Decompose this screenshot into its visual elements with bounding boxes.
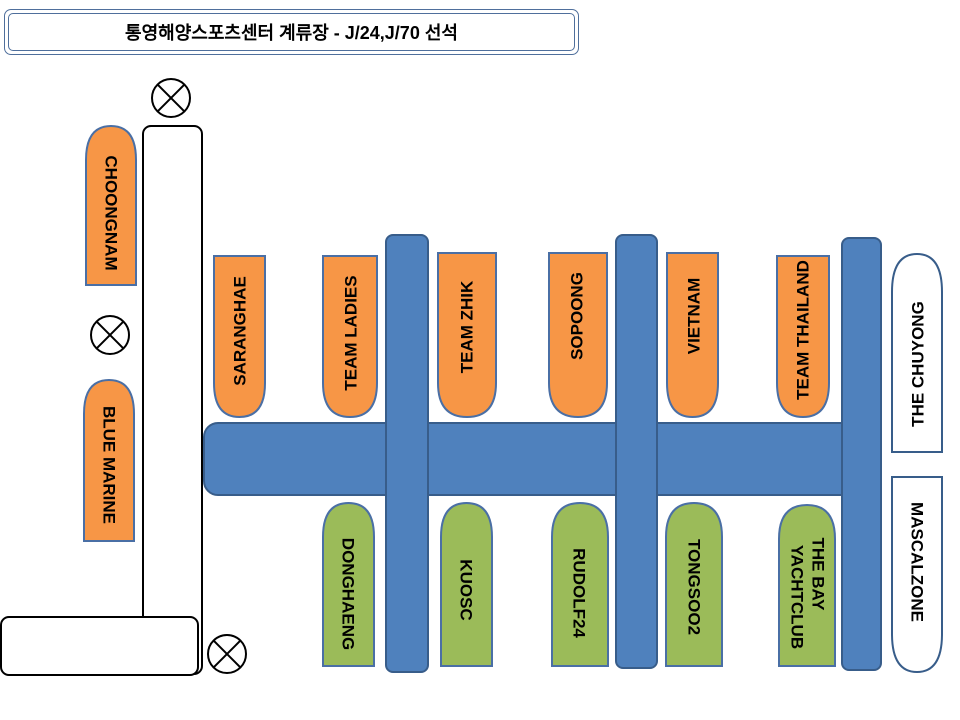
white-pontoon-horizontal xyxy=(0,616,199,676)
boat-label-saranghae: SARANGHAE xyxy=(231,276,250,386)
boat-mascalzone xyxy=(891,476,943,674)
boat-saranghae xyxy=(213,255,266,419)
boat-kuosc xyxy=(440,501,493,667)
finger-pier-2 xyxy=(615,234,658,669)
crossed-circle-icon xyxy=(151,78,191,118)
boat-label-team-ladies: TEAM LADIES xyxy=(342,275,361,390)
boat-the-chuyong xyxy=(891,252,943,453)
boat-label-donghaeng: DONGHAENG xyxy=(339,538,358,650)
boat-label-blue-marine: BLUE MARINE xyxy=(100,406,119,524)
boat-donghaeng xyxy=(322,501,375,667)
boat-team-ladies xyxy=(322,255,378,419)
boat-label-the-chuyong: THE CHUYONG xyxy=(909,301,928,427)
boat-label-vietnam: VIETNAM xyxy=(685,278,704,355)
boat-sopoong xyxy=(548,252,608,419)
boat-label-the-bay-line1: THE BAY xyxy=(809,537,828,611)
boat-choongnam xyxy=(85,124,137,286)
boat-label-team-zhik: TEAM ZHIK xyxy=(458,280,477,373)
page-title: 통영해양스포츠센터 계류장 - J/24,J/70 선석 xyxy=(8,13,575,51)
finger-pier-3 xyxy=(841,237,882,671)
boat-label-tongsoo2: TONGSOO2 xyxy=(685,539,704,635)
boat-label-team-thailand: TEAM THAILAND xyxy=(794,260,813,400)
boat-label-mascalzone: MASCALZONE xyxy=(908,502,927,622)
boat-label-kuosc: KUOSC xyxy=(457,559,476,620)
boat-label-the-bay-line2: YACHTCLUB xyxy=(788,545,807,649)
boat-label-sopoong: SOPOONG xyxy=(568,272,587,360)
boat-rudolf24 xyxy=(551,501,609,667)
crossed-circle-icon xyxy=(90,315,130,355)
boat-blue-marine xyxy=(83,378,135,542)
title-box: 통영해양스포츠센터 계류장 - J/24,J/70 선석 xyxy=(4,9,579,55)
finger-pier-1 xyxy=(385,234,429,673)
boat-team-zhik xyxy=(437,252,497,419)
boat-tongsoo2 xyxy=(665,501,723,667)
boat-label-choongnam: CHOONGNAM xyxy=(102,155,121,270)
boat-the-bay-yachtclub xyxy=(778,503,836,667)
crossed-circle-icon xyxy=(207,634,247,674)
boat-vietnam xyxy=(666,252,719,419)
boat-team-thailand xyxy=(776,255,830,419)
white-pontoon-vertical xyxy=(142,125,203,675)
boat-label-rudolf24: RUDOLF24 xyxy=(570,548,589,638)
main-pier xyxy=(203,422,877,496)
